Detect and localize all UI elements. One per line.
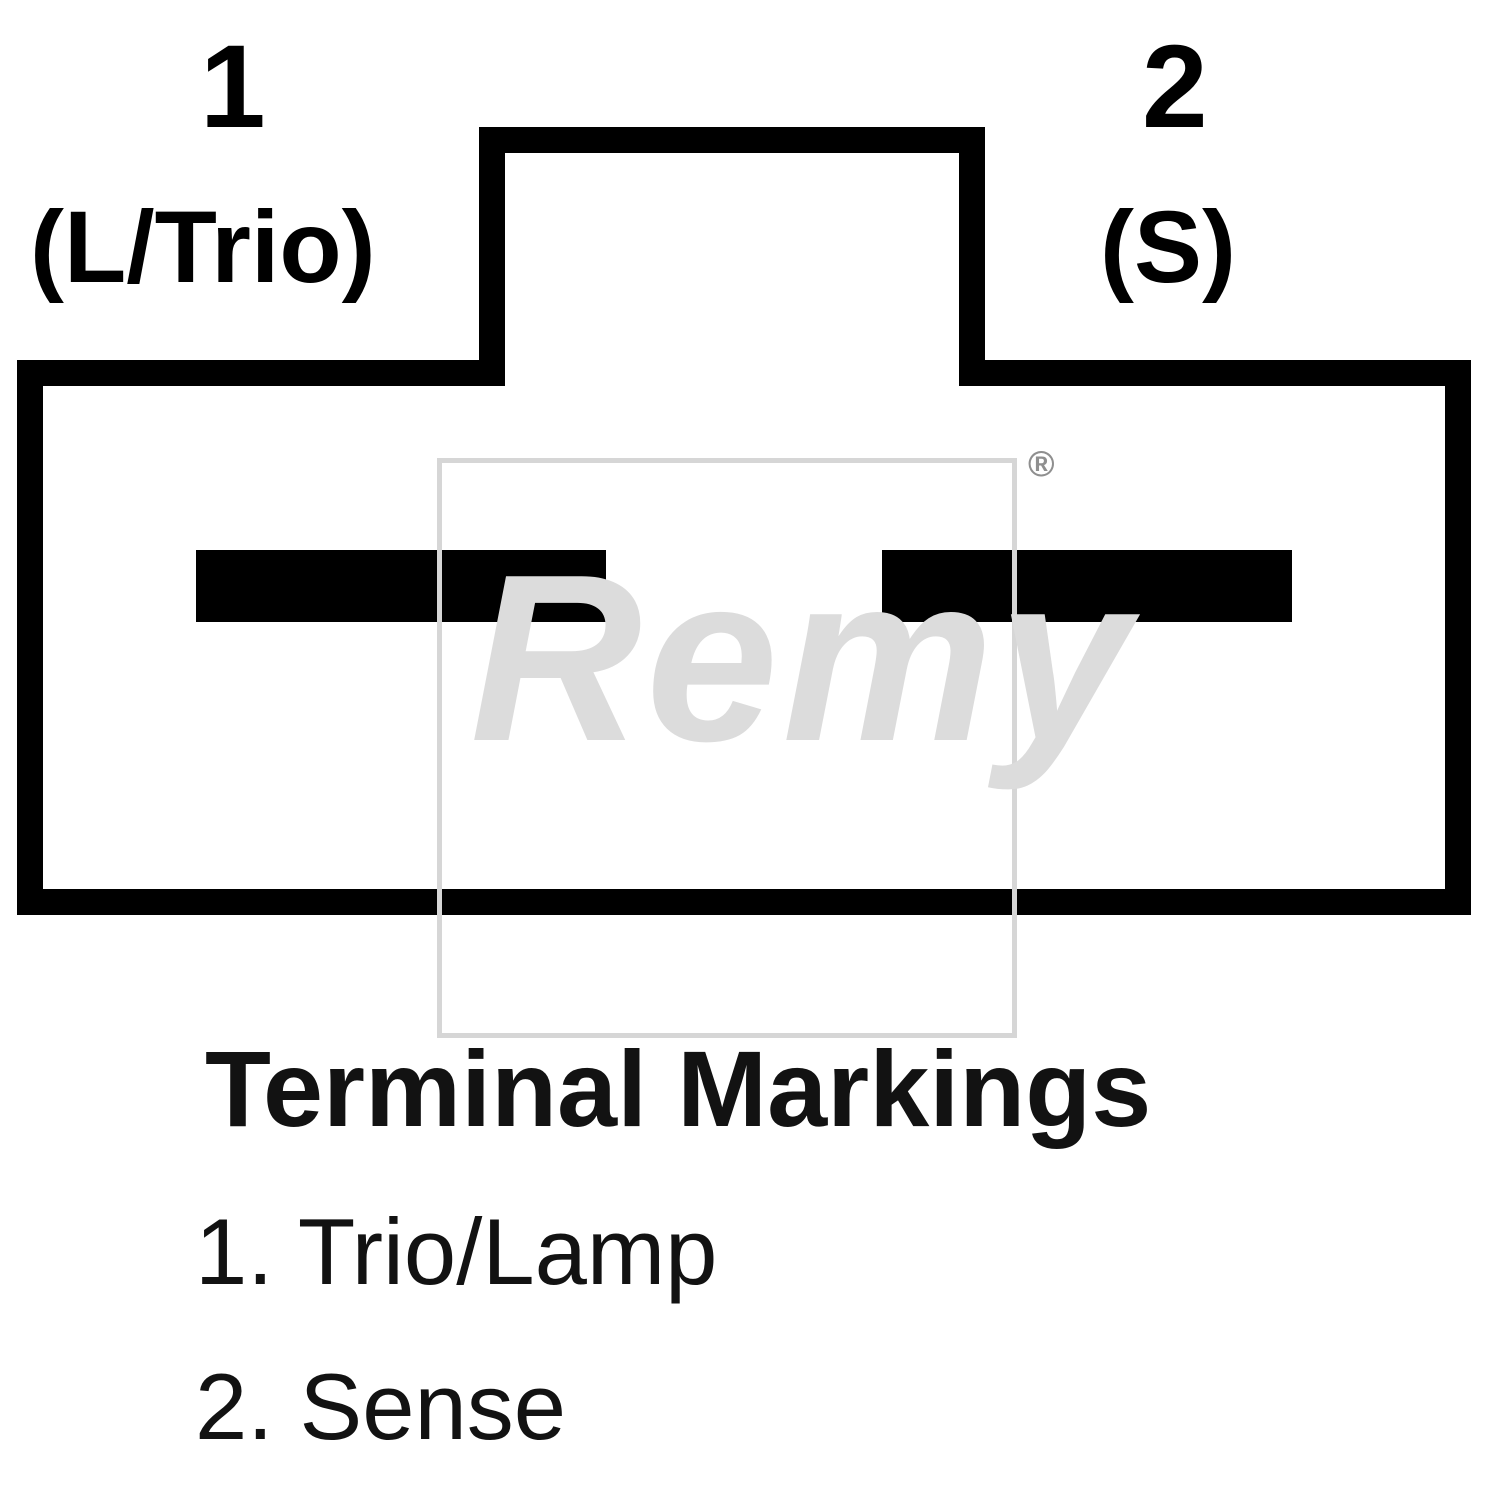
legend-item-sense: 2. Sense	[195, 1354, 567, 1459]
terminal-1-number: 1	[200, 21, 266, 153]
terminal-2-label: (S)	[1100, 190, 1236, 304]
terminal-2-pin	[882, 550, 1292, 622]
terminal-1-pin	[196, 550, 606, 622]
terminal-1-label: (L/Trio)	[30, 190, 376, 304]
diagram-title: Terminal Markings	[205, 1028, 1152, 1149]
legend-item-trio-lamp: 1. Trio/Lamp	[195, 1199, 718, 1304]
connector-body-outline	[17, 127, 1471, 915]
terminal-2-number: 2	[1142, 21, 1208, 153]
registered-trademark-icon: ®	[1028, 443, 1055, 484]
